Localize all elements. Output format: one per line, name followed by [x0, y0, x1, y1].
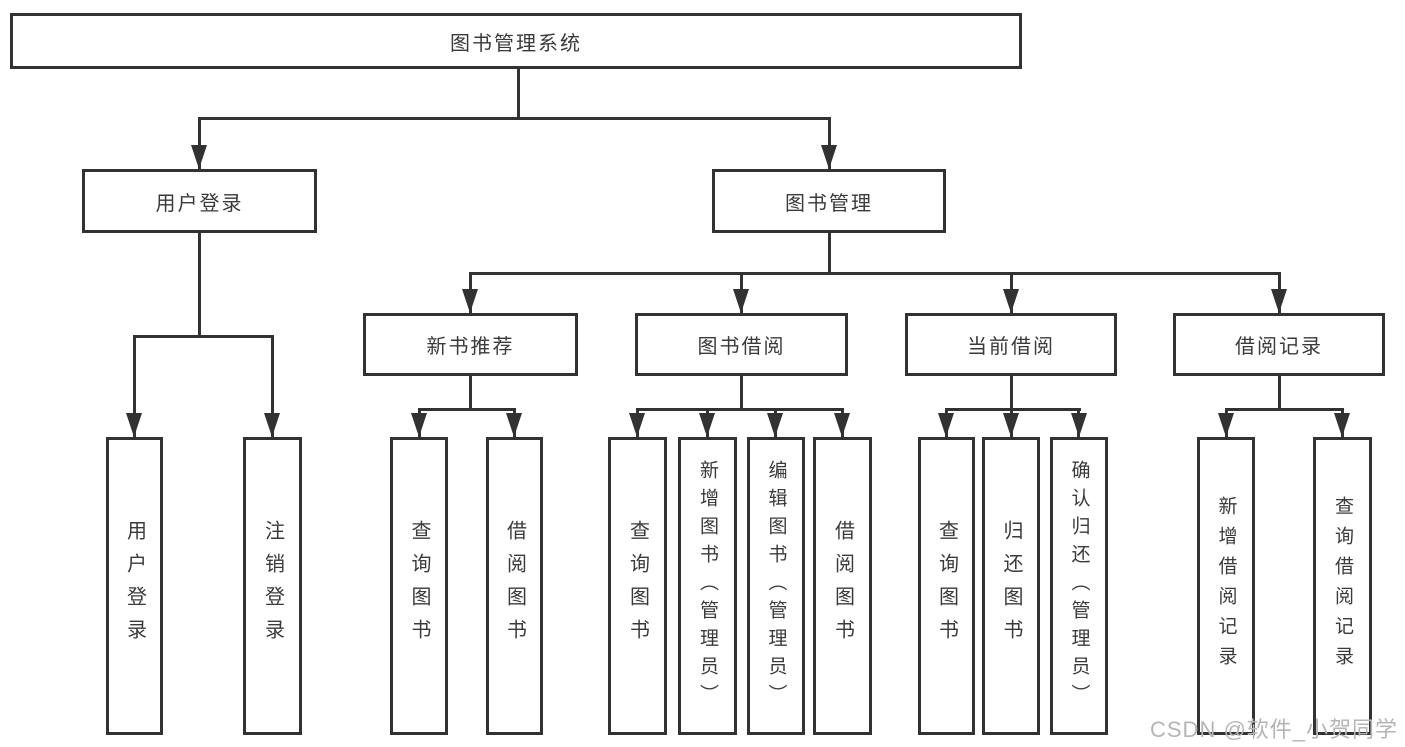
connector-to-logout-leaf: [271, 335, 274, 437]
leaf-current-confirm-return-admin: 确认归还（管理员）: [1050, 437, 1108, 735]
connector-records-rail: [1225, 408, 1344, 411]
connector-current-rail: [945, 408, 1081, 411]
arrowhead-user-login-leaf-icon: [126, 413, 142, 437]
leaf-logout: 注销登录: [243, 437, 302, 735]
node-borrow: 图书借阅: [635, 313, 848, 376]
leaf-current-query-books: 查询图书: [918, 437, 975, 735]
connector-level2-rail: [469, 272, 1281, 275]
leaf-current-return-books: 归还图书: [982, 437, 1040, 735]
arrowhead-book-mgmt-icon: [821, 145, 837, 169]
connector-book-mgmt-stem: [828, 233, 831, 272]
leaf-records-add-record-label: 新增借阅记录: [1215, 496, 1237, 676]
leaf-recommend-borrow-books-label: 借阅图书: [503, 520, 526, 652]
arrowhead-recommend-icon: [462, 289, 478, 313]
arrowhead-borrow-leaf1-icon: [629, 413, 645, 437]
leaf-user-login: 用户登录: [106, 437, 163, 735]
arrowhead-current-leaf2-icon: [1003, 413, 1019, 437]
node-book-mgmt: 图书管理: [712, 169, 946, 233]
leaf-recommend-query-books: 查询图书: [390, 437, 448, 735]
leaf-borrow-query-books-label: 查询图书: [626, 520, 649, 652]
arrowhead-current-leaf3-icon: [1071, 413, 1087, 437]
connector-to-book-mgmt: [828, 117, 831, 169]
leaf-logout-label: 注销登录: [261, 520, 284, 652]
leaf-records-query-record-label: 查询借阅记录: [1332, 496, 1353, 676]
leaf-borrow-edit-books-admin-label: 编辑图书（管理员）: [765, 460, 787, 712]
connector-level1-rail: [198, 117, 831, 120]
arrowhead-current-leaf1-icon: [938, 413, 954, 437]
connector-to-user-login-leaf: [133, 335, 136, 437]
connector-recommend-rail: [418, 408, 516, 411]
arrowhead-records-leaf1-icon: [1218, 413, 1234, 437]
leaf-borrow-add-books-admin: 新增图书（管理员）: [678, 437, 737, 735]
connector-recommend-stem: [469, 376, 472, 408]
node-root: 图书管理系统: [10, 13, 1022, 69]
arrowhead-borrow-leaf4-icon: [834, 413, 850, 437]
connector-to-user-login: [198, 117, 201, 169]
connector-borrow-rail: [636, 408, 844, 411]
leaf-current-return-books-label: 归还图书: [1000, 520, 1022, 652]
arrowhead-borrow-icon: [733, 289, 749, 313]
connector-user-login-rail: [133, 335, 274, 338]
arrowhead-logout-leaf-icon: [264, 413, 280, 437]
connector-records-stem: [1278, 376, 1281, 408]
arrowhead-borrow-leaf3-icon: [767, 413, 783, 437]
connector-user-login-stem: [198, 233, 201, 335]
node-recommend: 新书推荐: [363, 313, 578, 376]
arrowhead-borrow-leaf2-icon: [699, 413, 715, 437]
leaf-records-add-record: 新增借阅记录: [1197, 437, 1255, 735]
leaf-records-query-record: 查询借阅记录: [1313, 437, 1372, 735]
connector-borrow-stem: [740, 376, 743, 408]
leaf-borrow-borrow-books: 借阅图书: [813, 437, 872, 735]
arrowhead-records-leaf2-icon: [1334, 413, 1350, 437]
leaf-borrow-query-books: 查询图书: [608, 437, 667, 735]
leaf-recommend-borrow-books: 借阅图书: [486, 437, 543, 735]
node-current: 当前借阅: [905, 313, 1117, 376]
leaf-recommend-query-books-label: 查询图书: [408, 520, 430, 652]
leaf-borrow-add-books-admin-label: 新增图书（管理员）: [697, 460, 718, 712]
leaf-current-confirm-return-admin-label: 确认归还（管理员）: [1068, 460, 1090, 712]
arrowhead-user-login-icon: [191, 145, 207, 169]
arrowhead-recommend-leaf2-icon: [506, 413, 522, 437]
leaf-user-login-label: 用户登录: [123, 520, 146, 652]
arrowhead-current-icon: [1003, 289, 1019, 313]
arrowhead-records-icon: [1271, 289, 1287, 313]
connector-root-stem: [517, 69, 520, 117]
node-records: 借阅记录: [1173, 313, 1385, 376]
leaf-borrow-edit-books-admin: 编辑图书（管理员）: [747, 437, 805, 735]
leaf-current-query-books-label: 查询图书: [935, 520, 958, 652]
arrowhead-recommend-leaf1-icon: [411, 413, 427, 437]
leaf-borrow-borrow-books-label: 借阅图书: [831, 520, 854, 652]
connector-current-stem: [1010, 376, 1013, 408]
node-user-login: 用户登录: [82, 169, 317, 233]
watermark: CSDN @软件_小贺同学: [1150, 717, 1399, 742]
